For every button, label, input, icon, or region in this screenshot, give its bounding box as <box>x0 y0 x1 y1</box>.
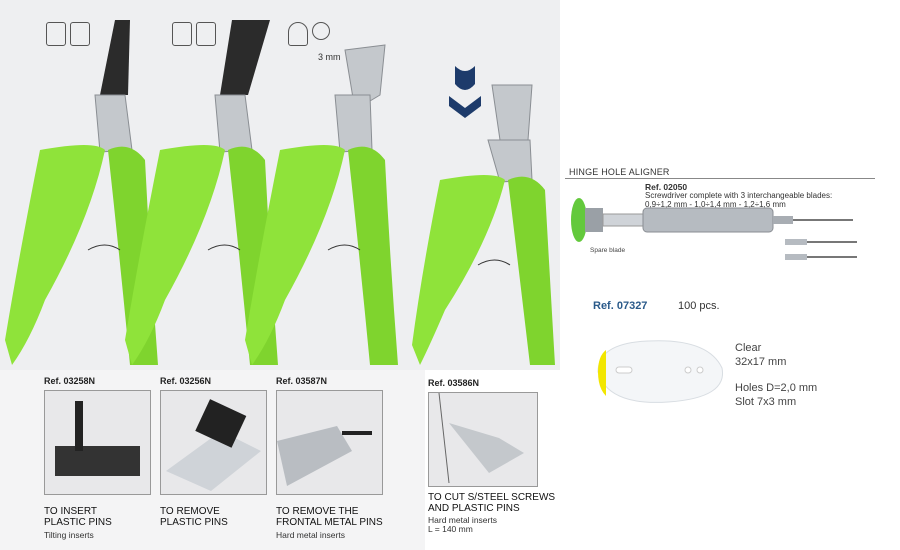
frontal-pin-icons <box>288 22 330 46</box>
ref-label: Ref. 03258N <box>44 376 96 386</box>
pin-remove-icon <box>196 22 216 46</box>
caption-line: TO REMOVE <box>160 506 220 517</box>
sub-line: Hard metal inserts <box>428 515 497 525</box>
divider <box>565 178 875 179</box>
shim-color: Clear <box>735 342 762 354</box>
ref-label: Ref. 03256N <box>160 376 212 386</box>
caption-line: AND PLASTIC PINS <box>428 503 520 514</box>
spare-blade-label: Spare blade <box>590 247 626 254</box>
plier-03586n <box>400 0 555 370</box>
plier-03587n <box>240 0 398 370</box>
sub-line: Hard metal inserts <box>276 530 345 540</box>
glasses-pin-icon <box>312 22 330 40</box>
insert-pin-icons <box>46 22 90 46</box>
shim-size: 32x17 mm <box>735 356 787 368</box>
ref-label: Ref. 03587N <box>276 376 328 386</box>
caption-line: TO CUT S/STEEL SCREWS <box>428 492 556 503</box>
shim-image <box>597 340 724 403</box>
shim-ref: Ref. 07327 <box>593 300 648 312</box>
hinge-icon <box>46 22 66 46</box>
hinge-icon <box>172 22 192 46</box>
sub-line: L = 140 mm <box>428 524 473 534</box>
caption-line: TO INSERT <box>44 506 97 517</box>
hinge-description-line: Screwdriver complete with 3 interchangea… <box>645 191 833 200</box>
hinge-ref: Ref. 02050 <box>645 182 688 192</box>
ref-label: Ref. 03586N <box>428 378 480 388</box>
caption-line: PLASTIC PINS <box>44 517 112 528</box>
hinge-description: Screwdriver complete with 3 interchangea… <box>645 191 875 209</box>
screwdriver-image <box>571 198 857 260</box>
bridge-icon <box>288 22 308 46</box>
sub-line: Tilting inserts <box>44 530 94 540</box>
caption-line: PLASTIC PINS <box>160 517 228 528</box>
pin-insert-icon <box>70 22 90 46</box>
usage-photo-frontal <box>276 390 383 495</box>
shim-holes: Holes D=2,0 mm <box>735 382 818 394</box>
shim-slot: Slot 7x3 mm <box>735 396 797 408</box>
caption-line: TO REMOVE THE <box>276 506 359 517</box>
usage-photo-insert <box>44 390 151 495</box>
hinge-title: HINGE HOLE ALIGNER <box>569 167 670 177</box>
shim-qty: 100 pcs. <box>678 300 720 312</box>
usage-photo-remove <box>160 390 267 495</box>
caption-line: FRONTAL METAL PINS <box>276 517 383 528</box>
cutter-icon <box>449 66 481 118</box>
remove-pin-icons <box>172 22 216 46</box>
hinge-sizes-line: 0,9÷1,2 mm - 1,0÷1,4 mm - 1,2÷1,6 mm <box>645 200 786 209</box>
dimension-label: 3 mm <box>318 52 341 62</box>
usage-photo-cut <box>428 392 538 487</box>
